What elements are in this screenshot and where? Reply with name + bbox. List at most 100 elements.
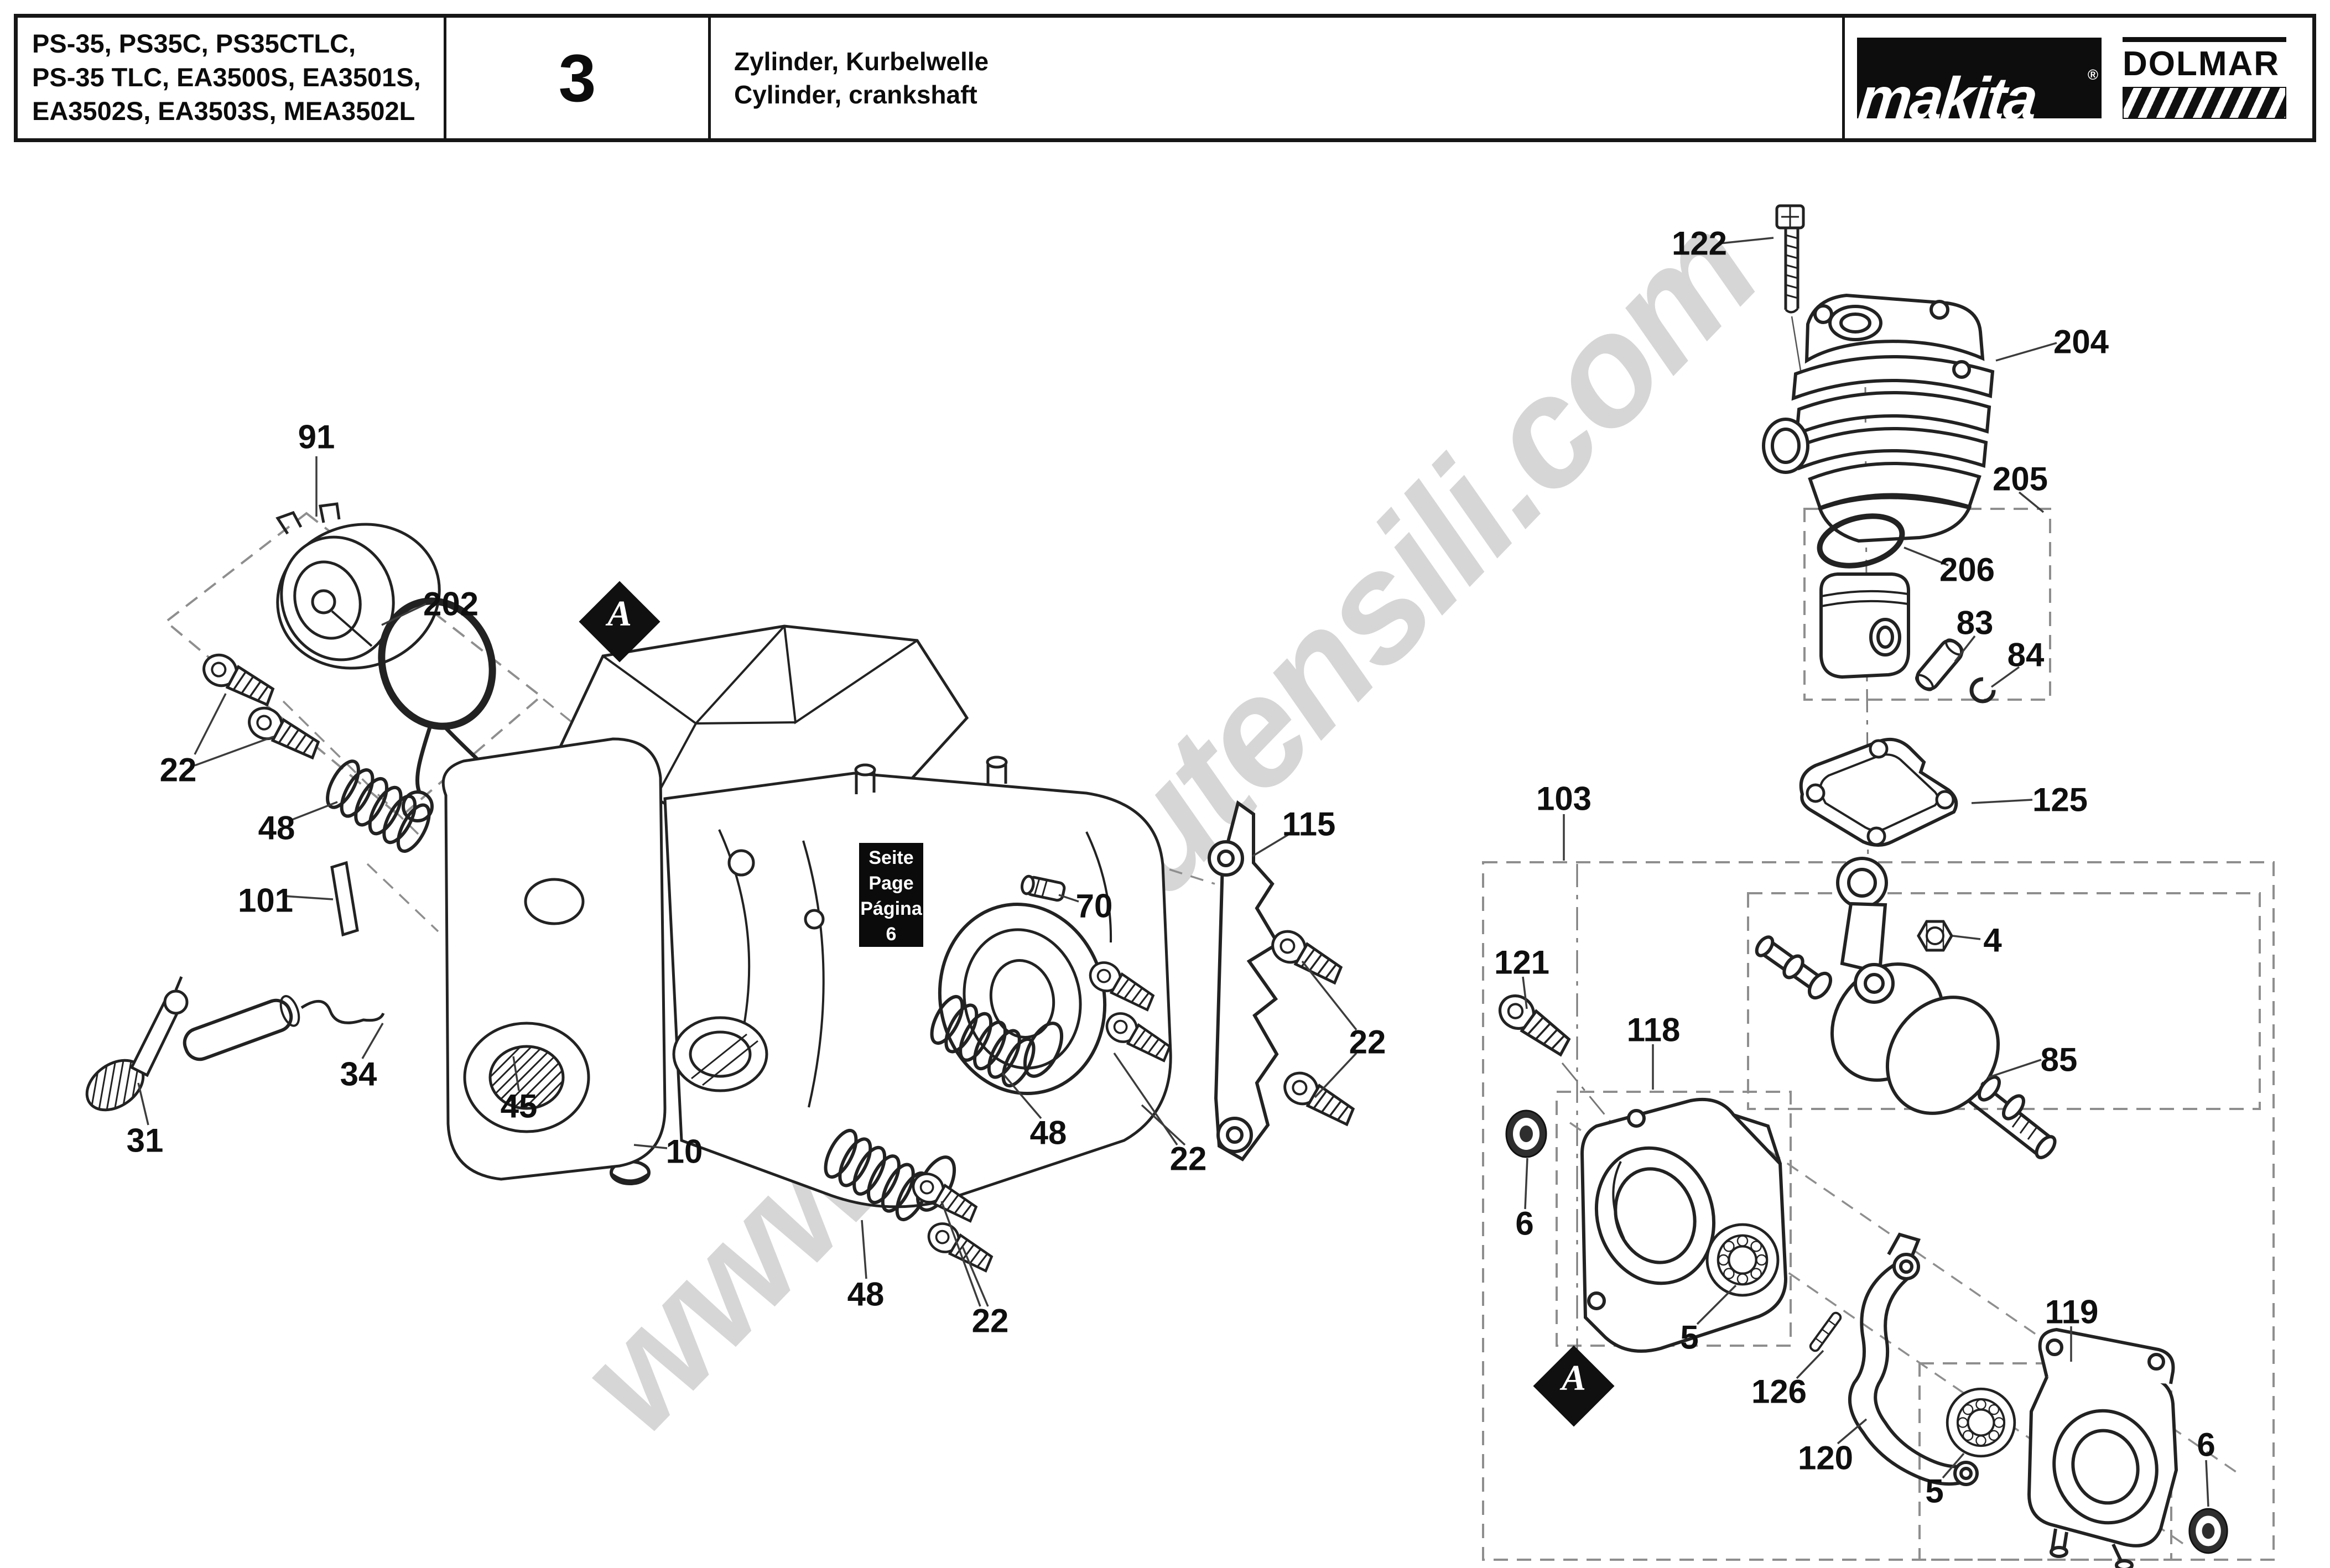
leader-line	[1058, 894, 1079, 903]
dolmar-logo: DOLMAR	[2123, 37, 2286, 119]
leader-line	[2205, 1460, 2209, 1507]
part-label-206: 206	[1939, 551, 1995, 588]
part-label-125: 125	[2032, 781, 2088, 819]
part-label-4: 4	[1983, 921, 2002, 959]
makita-logo: makita ®	[1856, 38, 2102, 132]
leader-line	[1522, 976, 1528, 1009]
assembly-marker-a: A	[579, 581, 660, 663]
part-label-204: 204	[2053, 323, 2109, 361]
page-ref-line: Seite	[868, 847, 914, 868]
part-label-45: 45	[500, 1087, 538, 1125]
leader-line	[194, 736, 274, 767]
leader-line	[861, 1220, 867, 1279]
page-ref-line: 6	[886, 924, 897, 945]
part-31-lever	[85, 976, 189, 1112]
section-title-de: Zylinder, Kurbelwelle	[734, 47, 989, 76]
part-91-starter-pulley	[275, 502, 441, 670]
part-22-screw	[199, 649, 278, 711]
page-ref-line: Page	[868, 873, 914, 894]
part-84-circlip	[1969, 677, 1996, 704]
part-label-115: 115	[1282, 805, 1336, 843]
part-label-5: 5	[1925, 1472, 1944, 1510]
leader-line	[1903, 546, 1949, 566]
assembly-marker-letter: A	[1561, 1358, 1587, 1398]
leader-line	[1301, 960, 1358, 1031]
part-22-screw	[1280, 1067, 1359, 1131]
header-table: PS-35, PS35C, PS35CTLC, PS-35 TLC, EA350…	[14, 14, 2316, 142]
part-206-piston-ring	[1817, 513, 1905, 569]
part-label-31: 31	[126, 1122, 164, 1159]
part-34-rod	[183, 995, 385, 1061]
part-6-seal	[2188, 1508, 2228, 1554]
section-number: 3	[446, 18, 711, 138]
part-label-103: 103	[1536, 780, 1592, 817]
part-122-bolt	[1775, 204, 1805, 381]
leader-line	[1314, 1052, 1358, 1098]
leader-line	[2018, 491, 2045, 513]
part-label-70: 70	[1075, 887, 1113, 925]
leader-line	[194, 693, 227, 755]
page-ref-line: Página	[860, 898, 922, 919]
part-126-pin	[1809, 1311, 1842, 1352]
part-label-10: 10	[665, 1133, 703, 1170]
leader-line	[1113, 1053, 1178, 1145]
part-label-205: 205	[1992, 460, 2048, 498]
part-label-120: 120	[1797, 1439, 1854, 1477]
part-22-screw	[1267, 926, 1346, 989]
leader-line	[1252, 832, 1292, 857]
assembly-marker-letter: A	[607, 593, 632, 634]
leader-line	[1141, 1104, 1186, 1146]
dolmar-logo-hatch	[2123, 87, 2286, 119]
leader-line	[961, 1246, 989, 1307]
part-label-101: 101	[237, 882, 294, 919]
part-6-seal	[1505, 1109, 1547, 1158]
leader-line	[1988, 1059, 2042, 1079]
leader-line	[1720, 237, 1774, 244]
part-label-5: 5	[1680, 1319, 1699, 1356]
part-label-22: 22	[1349, 1023, 1386, 1061]
part-5-bearing	[1947, 1389, 2015, 1456]
part-label-48: 48	[847, 1275, 885, 1313]
part-label-91: 91	[298, 418, 335, 456]
leader-line	[292, 801, 338, 821]
model-list: PS-35, PS35C, PS35CTLC, PS-35 TLC, EA350…	[18, 18, 446, 138]
part-label-48: 48	[258, 809, 295, 847]
leader-line	[283, 895, 334, 900]
leader-line	[137, 1082, 149, 1126]
part-115-brake-plate	[1208, 800, 1281, 1161]
dolmar-logo-rule	[2123, 37, 2286, 42]
part-48-spring	[319, 757, 438, 856]
leader-line	[1696, 1284, 1737, 1325]
part-48-spring-hook	[1023, 1022, 1064, 1078]
part-label-85: 85	[2040, 1041, 2078, 1079]
leader-line	[381, 603, 427, 626]
part-121-bolt	[1494, 989, 1575, 1061]
part-22-screw	[924, 1218, 997, 1277]
dolmar-logo-text: DOLMAR	[2123, 45, 2280, 83]
part-4-nut	[1917, 920, 1953, 952]
leader-line	[1971, 799, 2033, 804]
section-title-en: Cylinder, crankshaft	[734, 80, 977, 109]
part-label-6: 6	[1515, 1205, 1534, 1242]
leader-line	[940, 1201, 981, 1307]
part-label-119: 119	[2045, 1293, 2099, 1331]
part-label-6: 6	[2197, 1426, 2215, 1463]
part-204-cylinder	[1762, 293, 1995, 543]
part-piston	[1819, 572, 1910, 679]
leader-line	[1001, 1072, 1042, 1119]
part-label-126: 126	[1751, 1373, 1807, 1410]
makita-logo-text: makita	[1855, 65, 2039, 132]
part-label-202: 202	[423, 585, 479, 623]
leader-lines	[137, 237, 2209, 1507]
leader-line	[361, 1023, 384, 1059]
leader-line	[1995, 342, 2057, 362]
section-title: Zylinder, Kurbelwelle Cylinder, cranksha…	[711, 18, 1842, 138]
leader-line	[1796, 1350, 1824, 1379]
part-118-crankcase-half	[1580, 1097, 1788, 1353]
part-label-84: 84	[2007, 636, 2045, 674]
part-label-22: 22	[1169, 1140, 1207, 1178]
part-label-83: 83	[1956, 604, 1994, 642]
leader-line	[1954, 635, 1976, 663]
